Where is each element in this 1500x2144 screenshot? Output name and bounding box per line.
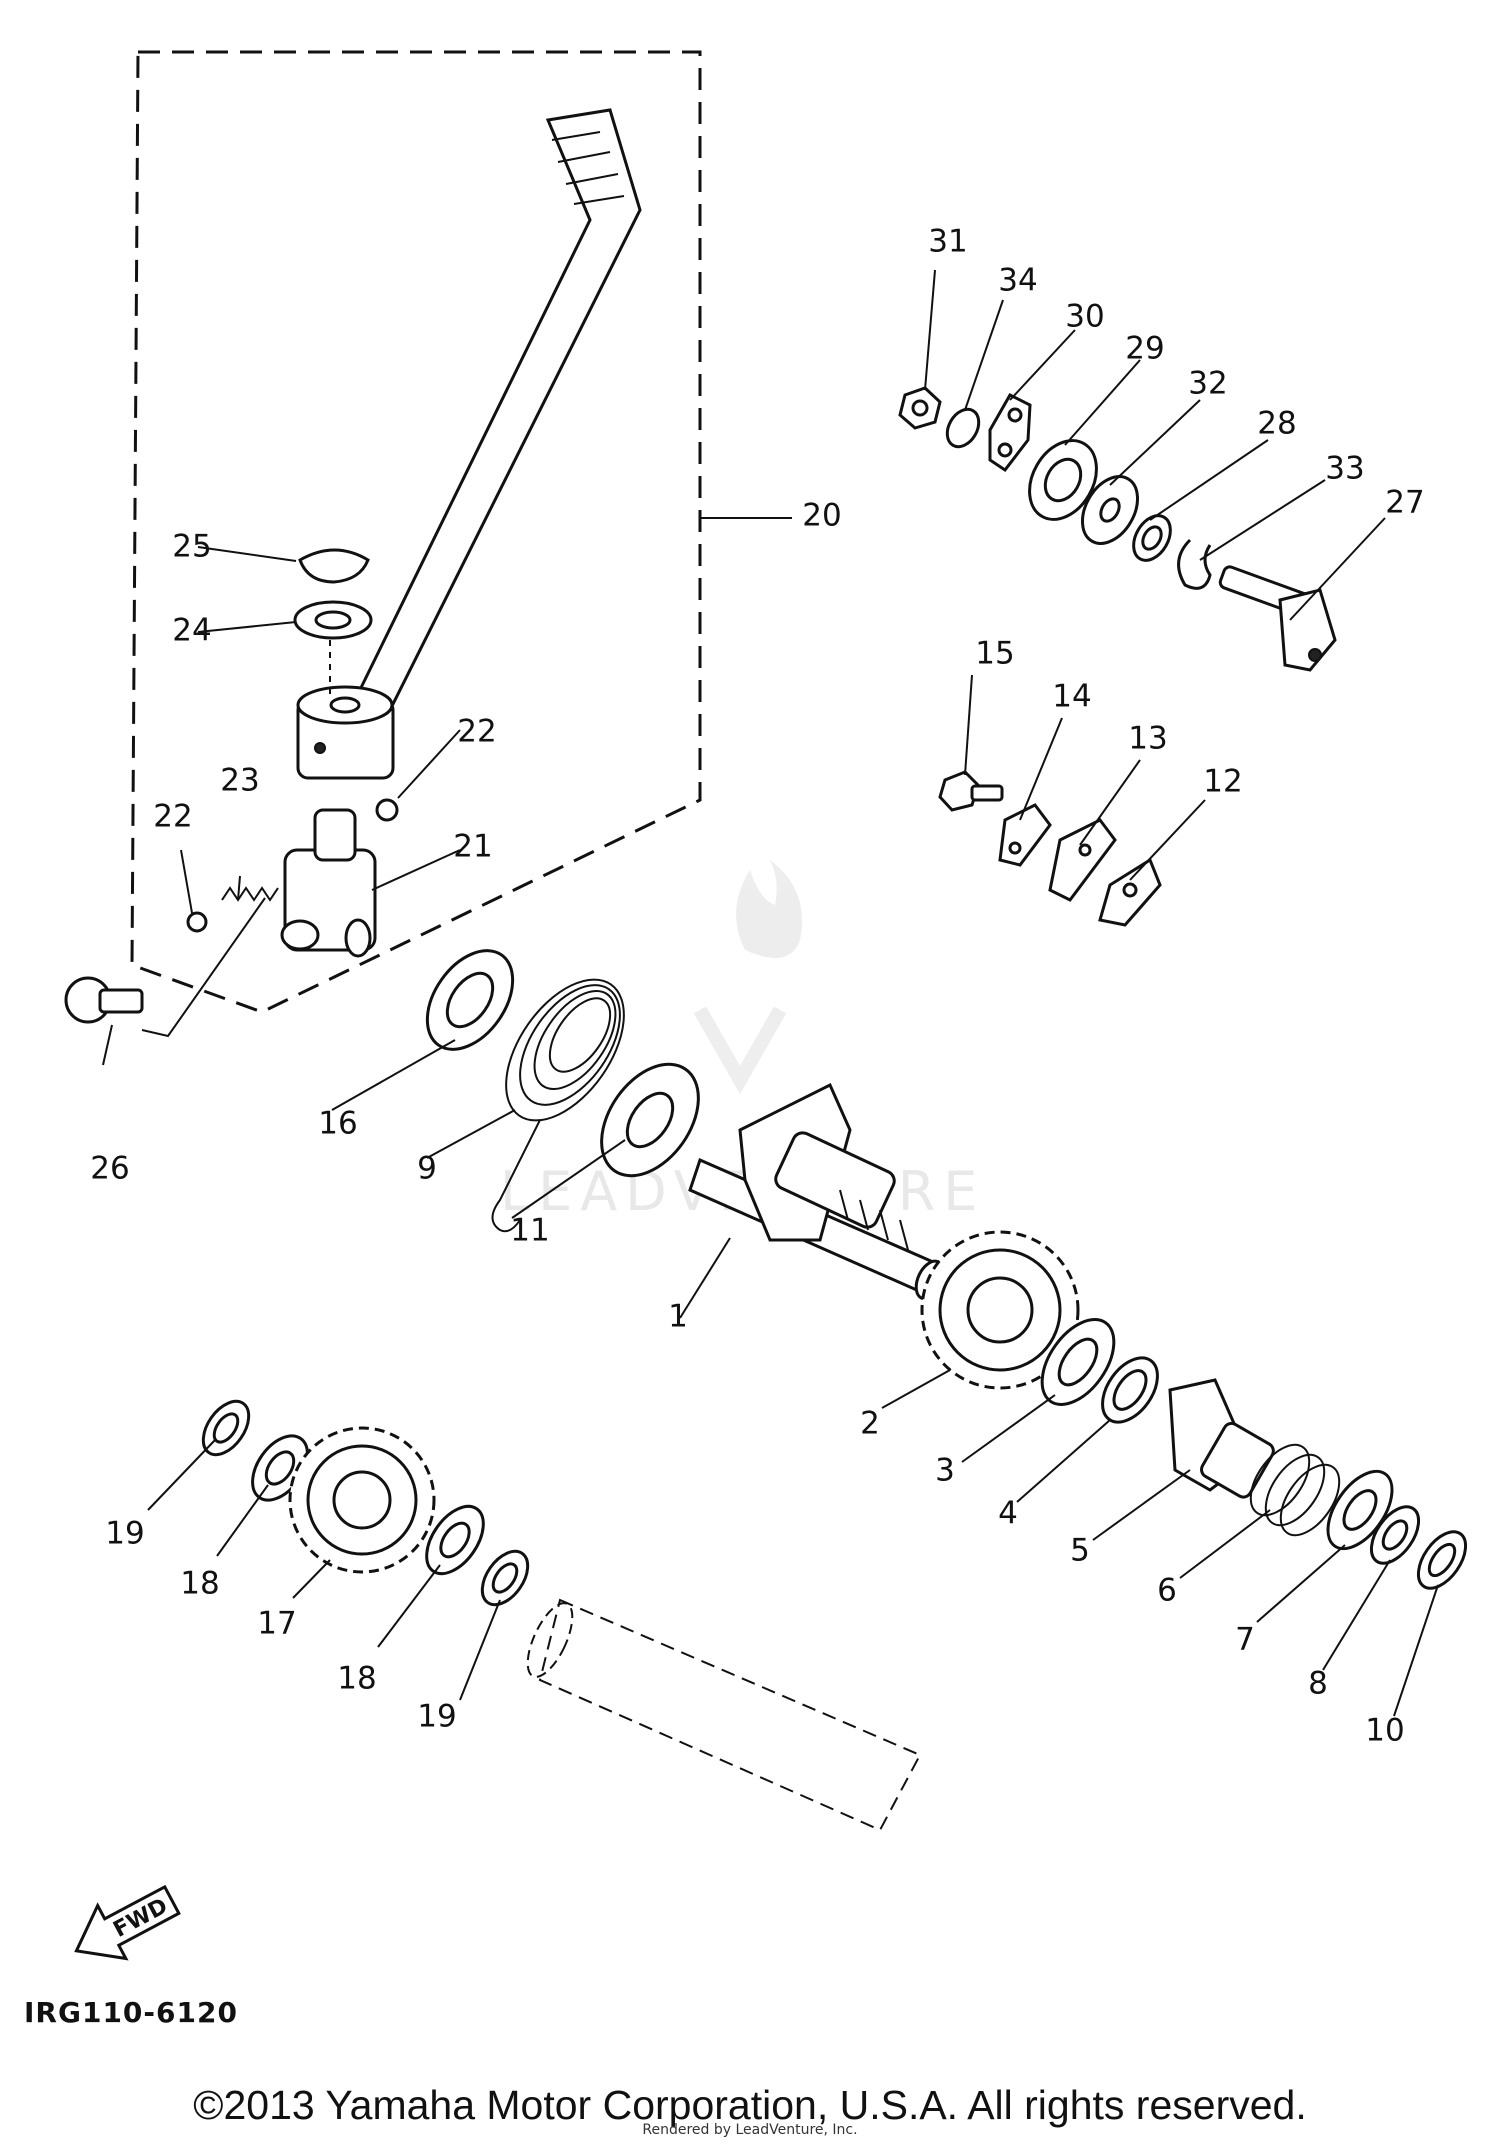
part-label: 29 [1125, 331, 1164, 367]
nut-31 [898, 386, 942, 430]
plate-30 [988, 393, 1032, 473]
part-label: 7 [1235, 1622, 1255, 1658]
part-label: 30 [1065, 299, 1104, 335]
part-label: 6 [1157, 1573, 1177, 1609]
washer-18b [425, 1504, 485, 1576]
part-label: 10 [1365, 1713, 1404, 1749]
part-label: 1 [668, 1299, 688, 1335]
bolt-26 [64, 976, 144, 1024]
circlip-25 [298, 548, 370, 584]
part-label: 24 [172, 613, 211, 649]
part-label: 21 [453, 829, 492, 865]
part-label: 25 [172, 529, 211, 565]
diagram-code: IRG110-6120 [24, 1996, 238, 2029]
circlip-10 [1416, 1530, 1468, 1590]
part-label: 5 [1070, 1533, 1090, 1569]
part-label: 33 [1325, 451, 1364, 487]
part-label: 3 [935, 1453, 955, 1489]
torsion-spring-9 [491, 978, 625, 1233]
idler-gear-17 [288, 1426, 436, 1574]
ball-22 [186, 798, 399, 933]
washer-24 [293, 600, 373, 640]
circlip-19b [480, 1549, 530, 1607]
ratchet-wheel-5 [1168, 1378, 1275, 1499]
bearing-29 [1028, 439, 1098, 521]
kick-gear-2 [920, 1230, 1080, 1390]
washer-32 [1081, 475, 1139, 545]
fwd-arrow-icon: FWD [74, 1884, 181, 1961]
part-label: 34 [998, 263, 1037, 299]
spacer-11 [600, 1062, 700, 1178]
part-label: 19 [417, 1699, 456, 1735]
part-label: 22 [153, 799, 192, 835]
part-label: 11 [510, 1213, 549, 1249]
kick-lever-arm [296, 108, 642, 780]
rendered-by-note: Rendered by LeadVenture, Inc. [642, 2122, 858, 2138]
washer-34 [945, 407, 981, 449]
reference-shaft [526, 1598, 922, 1832]
circlip-28 [1132, 514, 1172, 562]
part-label: 8 [1308, 1666, 1328, 1702]
washer-8 [1369, 1505, 1421, 1565]
part-label: 13 [1128, 721, 1167, 757]
washer-3 [1040, 1318, 1116, 1406]
kick-lever-assembly-box [130, 50, 702, 1014]
part-label: 9 [417, 1151, 437, 1187]
plate-12 [1098, 857, 1162, 927]
oil-seal-16 [425, 949, 515, 1051]
part-label: 22 [457, 714, 496, 750]
shaft-27 [1218, 565, 1337, 672]
part-label: 4 [998, 1496, 1018, 1532]
part-label: 16 [318, 1106, 357, 1142]
part-label: 31 [928, 224, 967, 260]
part-labels: 1 2 3 4 5 6 7 8 9 10 11 12 13 14 15 16 1… [90, 224, 1424, 1749]
part-label: 18 [337, 1661, 376, 1697]
part-label: 19 [105, 1516, 144, 1552]
assembly-label-20: 20 [802, 498, 841, 534]
part-label: 28 [1257, 406, 1296, 442]
part-label: 27 [1385, 485, 1424, 521]
plate-13 [1048, 818, 1117, 902]
leader-lines [102, 269, 1439, 1717]
spring-23 [221, 886, 279, 902]
plate-14 [998, 803, 1052, 867]
copyright-notice: ©2013 Yamaha Motor Corporation, U.S.A. A… [193, 2082, 1307, 2128]
compression-spring-6 [1249, 1443, 1341, 1537]
part-label: 15 [975, 636, 1014, 672]
part-label: 17 [257, 1606, 296, 1642]
part-label: 2 [860, 1406, 880, 1442]
part-label: 12 [1203, 764, 1242, 800]
part-label: 26 [90, 1151, 129, 1187]
part-label: 32 [1188, 366, 1227, 402]
part-label: 18 [180, 1566, 219, 1602]
circlip-4 [1101, 1356, 1159, 1424]
part-label: 23 [220, 763, 259, 799]
kick-boss-21 [280, 808, 377, 958]
part-label: 14 [1052, 679, 1091, 715]
circlip-19a [201, 1399, 251, 1457]
bolt-15 [938, 770, 1004, 812]
spring-clip-33 [1177, 538, 1212, 590]
